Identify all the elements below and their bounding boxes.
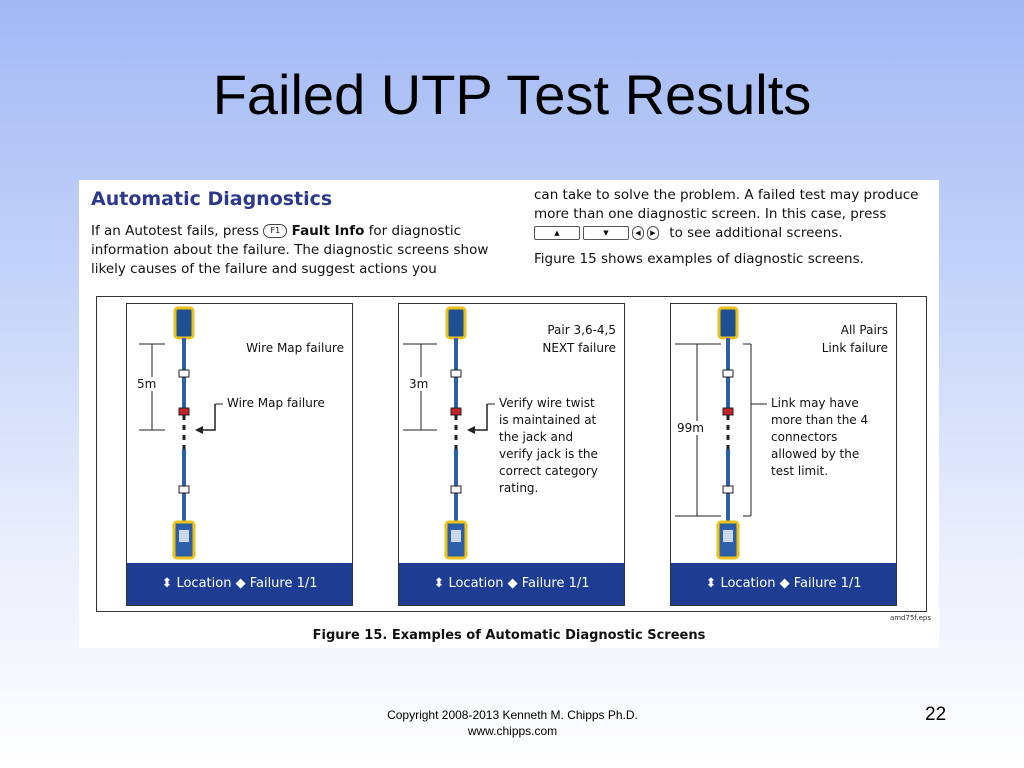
intro-text-end: for diagnostic information about the fai… — [91, 223, 489, 277]
down-arrow-key-icon: ▼ — [583, 226, 629, 240]
right-arrow-key-icon: ▶ — [647, 226, 659, 240]
copyright-footer: Copyright 2008-2013 Kenneth M. Chipps Ph… — [330, 707, 695, 739]
status-bar: ⬍ Location ◆ Failure 1/1 — [671, 563, 896, 605]
status-bar: ⬍ Location ◆ Failure 1/1 — [127, 563, 352, 605]
callout-line: verify jack is the — [499, 447, 598, 461]
callout-line: rating. — [499, 481, 539, 495]
fault-info-label: Fault Info — [291, 223, 365, 239]
remote-unit-icon — [173, 306, 195, 340]
screen-header-line2: NEXT failure — [542, 341, 616, 355]
see-screens-text: to see additional screens. — [669, 225, 843, 241]
callout-line: Verify wire twist — [499, 396, 595, 410]
figure-heading: Automatic Diagnostics — [91, 188, 333, 210]
cable-diagram-1 — [139, 306, 223, 560]
callout-line: Link may have — [771, 396, 859, 410]
f1-key-icon: F1 — [263, 224, 288, 238]
remote-unit-icon — [717, 306, 739, 340]
screen-header-line1: Pair 3,6-4,5 — [547, 323, 616, 337]
page-number: 22 — [925, 704, 947, 725]
fault-connector-icon — [178, 407, 190, 416]
cable-diagram-2 — [403, 306, 495, 560]
navigation-keys: ▲ ▼ ◀ ▶ — [534, 226, 659, 240]
screen-header-line2: Link failure — [821, 341, 888, 355]
website-line: www.chipps.com — [467, 724, 558, 738]
diagnostic-screen-3: All Pairs Link failure 99m Link may have… — [670, 303, 897, 606]
callout-line: test limit. — [771, 464, 829, 478]
continued-text: can take to solve the problem. A failed … — [534, 187, 919, 222]
fault-connector-icon — [450, 407, 462, 416]
callout-line: Wire Map failure — [227, 396, 325, 410]
callout-line: the jack and — [499, 430, 574, 444]
callout-line: more than the 4 — [771, 413, 869, 427]
copyright-line: Copyright 2008-2013 Kenneth M. Chipps Ph… — [387, 708, 638, 722]
connector-icon — [722, 369, 734, 378]
fault-connector-icon — [722, 407, 734, 416]
connector-icon — [722, 485, 734, 494]
cable-length: 99m — [677, 421, 704, 435]
figure-reference-text: Figure 15 shows examples of diagnostic s… — [534, 251, 864, 267]
screen-header-line1: All Pairs — [840, 323, 888, 337]
callout-line: allowed by the — [771, 447, 860, 461]
slide-title: Failed UTP Test Results — [212, 63, 812, 126]
diagnostic-screen-2: Pair 3,6-4,5 NEXT failure 3m Verify wire… — [398, 303, 625, 606]
connector-icon — [178, 485, 190, 494]
intro-text-start: If an Autotest fails, press — [91, 223, 260, 239]
file-reference: amd75f.eps — [889, 614, 931, 622]
remote-unit-icon — [445, 306, 467, 340]
cable-length: 3m — [409, 377, 429, 391]
diagnostics-figure: Automatic Diagnostics If an Autotest fai… — [79, 180, 939, 648]
screen-header-line2: Wire Map failure — [246, 341, 344, 355]
callout-line: connectors — [771, 430, 838, 444]
connector-icon — [178, 369, 190, 378]
connector-icon — [450, 369, 462, 378]
diagnostic-screen-1: Wire Map failure 5m Wire Map failure ⬍ L… — [126, 303, 353, 606]
cable-length: 5m — [137, 377, 157, 391]
left-arrow-key-icon: ◀ — [632, 226, 644, 240]
screens-frame: Wire Map failure 5m Wire Map failure ⬍ L… — [96, 296, 927, 612]
status-bar: ⬍ Location ◆ Failure 1/1 — [399, 563, 624, 605]
continued-paragraph: can take to solve the problem. A failed … — [534, 186, 934, 243]
cable-diagram-3 — [675, 306, 767, 560]
callout-line: is maintained at — [499, 413, 597, 427]
intro-paragraph: If an Autotest fails, press F1 Fault Inf… — [91, 222, 511, 279]
connector-icon — [450, 485, 462, 494]
figure-caption: Figure 15. Examples of Automatic Diagnos… — [312, 628, 706, 643]
callout-line: correct category — [499, 464, 598, 478]
up-arrow-key-icon: ▲ — [534, 226, 580, 240]
